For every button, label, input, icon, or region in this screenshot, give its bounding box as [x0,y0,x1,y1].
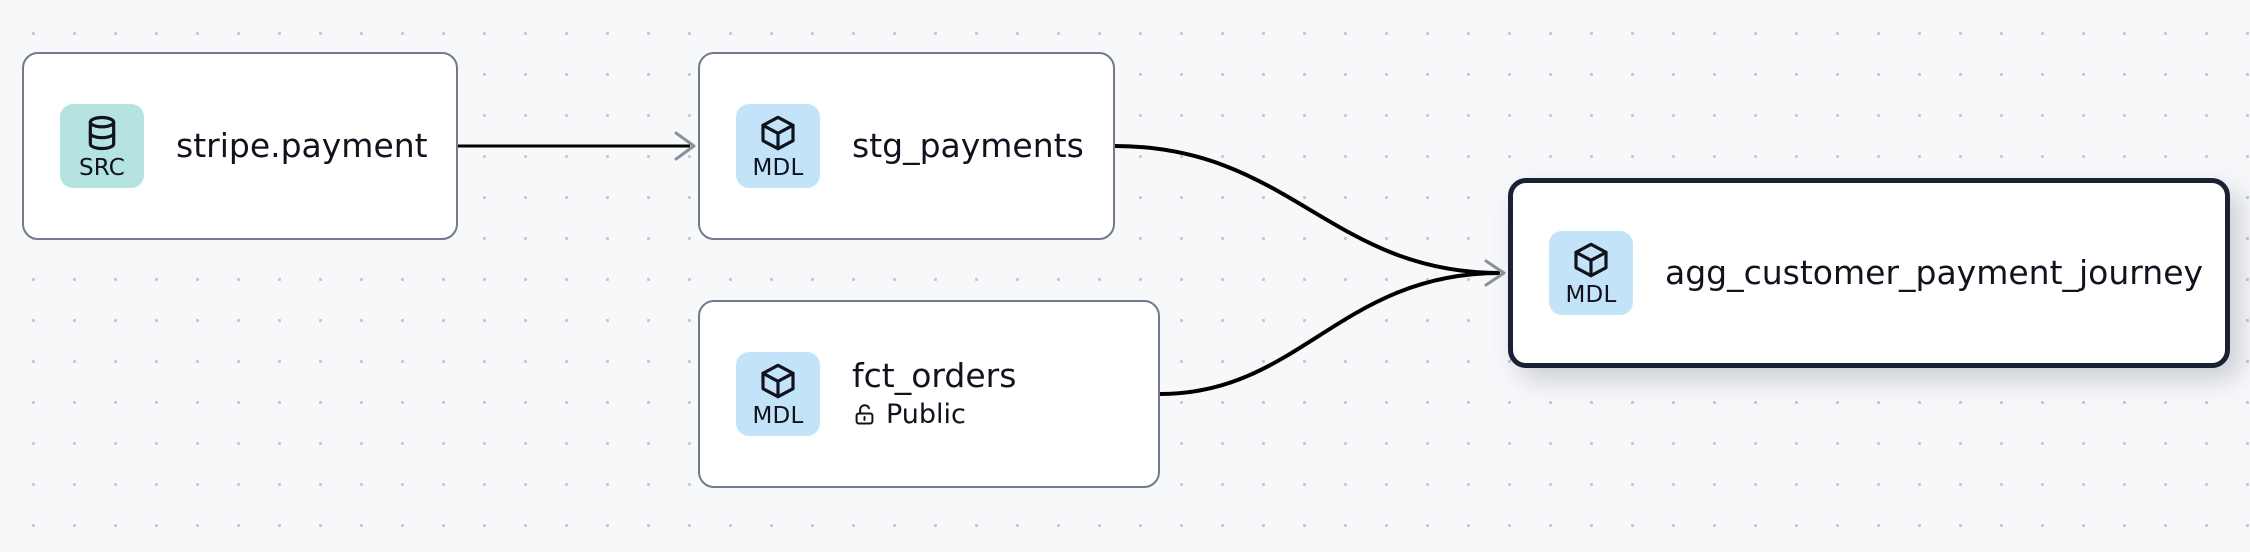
node-stripe-payment[interactable]: SRC stripe.payment [22,52,458,240]
node-title: agg_customer_payment_journey [1665,252,2204,292]
node-badge-label: MDL [752,154,804,181]
node-badge-mdl: MDL [1549,231,1633,315]
edge-stripe-to-stg[interactable] [458,131,696,161]
cube-icon [761,115,795,150]
node-title: stripe.payment [176,125,428,165]
node-visibility-label: Public [886,398,966,430]
node-body: stripe.payment [176,125,428,165]
node-stg-payments[interactable]: MDL stg_payments [698,52,1115,240]
node-agg-customer-payment-journey[interactable]: MDL agg_customer_payment_journey [1508,178,2230,368]
cube-icon [1574,242,1608,277]
node-body: stg_payments [852,125,1084,165]
node-badge-label: SRC [78,154,126,181]
unlock-icon [855,404,874,425]
node-badge-mdl: MDL [736,352,820,436]
node-badge-mdl: MDL [736,104,820,188]
node-badge-label: MDL [752,402,804,429]
edge-fct-to-agg[interactable] [1159,259,1506,396]
node-title: stg_payments [852,125,1084,165]
node-badge-src: SRC [60,104,144,188]
arrowhead-icon [674,131,696,161]
node-body: agg_customer_payment_journey [1665,252,2204,292]
node-body: fct_orders Public [852,356,1017,430]
node-title: fct_orders [852,356,1017,395]
database-icon [88,115,116,150]
node-fct-orders[interactable]: MDL fct_orders Public [698,300,1160,488]
node-visibility: Public [852,398,1016,430]
edge-stg-to-agg[interactable] [1114,144,1501,275]
cube-icon [761,363,795,398]
node-badge-label: MDL [1565,281,1617,308]
arrowhead-icon [1484,259,1506,287]
